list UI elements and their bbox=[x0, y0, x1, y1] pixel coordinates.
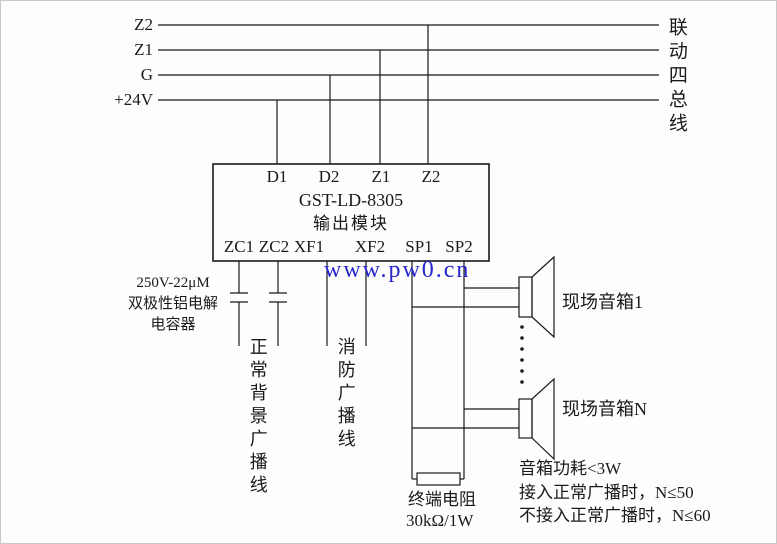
capacitor-note-line2: 双极性铝电解 bbox=[127, 296, 218, 312]
module-terminal-z2: Z2 bbox=[421, 167, 441, 186]
bus-label-g: G bbox=[140, 65, 153, 84]
speaker-1-label: 现场音箱1 bbox=[562, 292, 643, 312]
watermark-text: www.pw0.cn bbox=[324, 257, 471, 283]
ellipsis-dots bbox=[520, 325, 524, 384]
capacitor-c2 bbox=[269, 261, 287, 346]
fire-broadcast-line-label: 消防广播线 bbox=[335, 337, 356, 452]
normal-broadcast-line-label: 正常背景广播线 bbox=[247, 337, 268, 498]
speaker-n-label: 现场音箱N bbox=[562, 399, 647, 419]
module-terminal-d1: D1 bbox=[266, 167, 288, 186]
module-terminal-sp2: SP2 bbox=[445, 237, 473, 256]
bus-label-24v: +24V bbox=[114, 90, 153, 109]
capacitor-note-line3: 电容器 bbox=[150, 317, 196, 333]
linkage-bus-wires bbox=[158, 24, 659, 101]
bus-label-z2: Z2 bbox=[134, 15, 153, 34]
note-speaker-power: 音箱功耗<3W bbox=[519, 459, 622, 478]
fire-broadcast-wires bbox=[326, 261, 367, 346]
speaker-bus-wires bbox=[411, 261, 465, 479]
module-terminal-zc2: ZC2 bbox=[258, 237, 290, 256]
terminal-resistor-label: 终端电阻 bbox=[408, 490, 476, 509]
module-subtitle: 输出模块 bbox=[313, 214, 389, 233]
note-with-normal-broadcast: 接入正常广播时，N≤50 bbox=[519, 483, 694, 502]
terminal-resistor-symbol bbox=[412, 472, 464, 486]
module-terminal-xf1: XF1 bbox=[293, 237, 325, 256]
module-name: GST-LD-8305 bbox=[298, 190, 404, 210]
module-terminal-sp1: SP1 bbox=[405, 237, 433, 256]
capacitor-c1 bbox=[230, 261, 248, 346]
bus-label-z1: Z1 bbox=[134, 40, 153, 59]
terminal-resistor-value: 30kΩ/1W bbox=[406, 511, 474, 530]
capacitor-note-line1: 250V-22μM bbox=[136, 275, 210, 291]
speaker-1-symbol bbox=[412, 255, 555, 339]
module-terminal-xf2: XF2 bbox=[354, 237, 386, 256]
linkage-bus-group-label: 联动四总线 bbox=[665, 17, 687, 137]
capacitor-note: 250V-22μM 双极性铝电解 电容器 bbox=[103, 273, 243, 336]
speaker-n-symbol bbox=[412, 377, 555, 461]
module-terminal-zc1: ZC1 bbox=[223, 237, 255, 256]
module-box bbox=[212, 163, 490, 262]
bus-drop-wires bbox=[276, 25, 429, 164]
module-terminal-d2: D2 bbox=[318, 167, 340, 186]
note-without-normal-broadcast: 不接入正常广播时，N≤60 bbox=[519, 506, 711, 525]
module-terminal-z1: Z1 bbox=[371, 167, 391, 186]
